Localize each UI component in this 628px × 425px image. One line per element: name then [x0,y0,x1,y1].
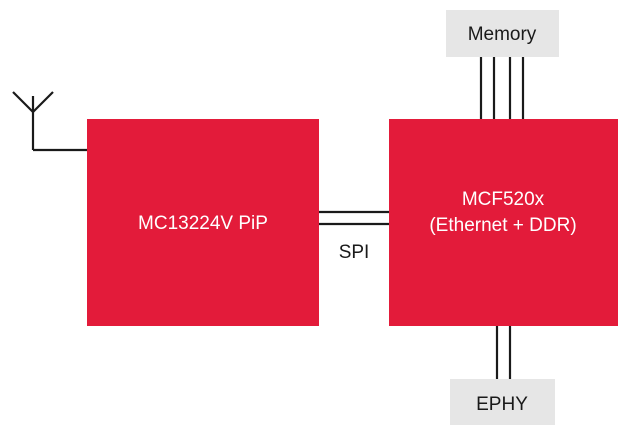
ephy-bus [495,326,512,380]
processor-name: MCF520x [462,189,545,210]
spi-label: SPI [339,242,370,263]
radio-block-label: MC13224V PiP [138,213,268,234]
processor-block: MCF520x (Ethernet + DDR) [389,119,618,326]
memory-box: Memory [446,10,559,57]
antenna-icon [12,91,88,152]
spi-bus: SPI [319,210,390,263]
memory-bus [479,57,525,119]
ephy-box: EPHY [450,379,555,425]
processor-features: (Ethernet + DDR) [429,215,576,236]
ephy-label: EPHY [476,394,528,415]
radio-block: MC13224V PiP [87,119,319,326]
memory-label: Memory [468,24,537,45]
